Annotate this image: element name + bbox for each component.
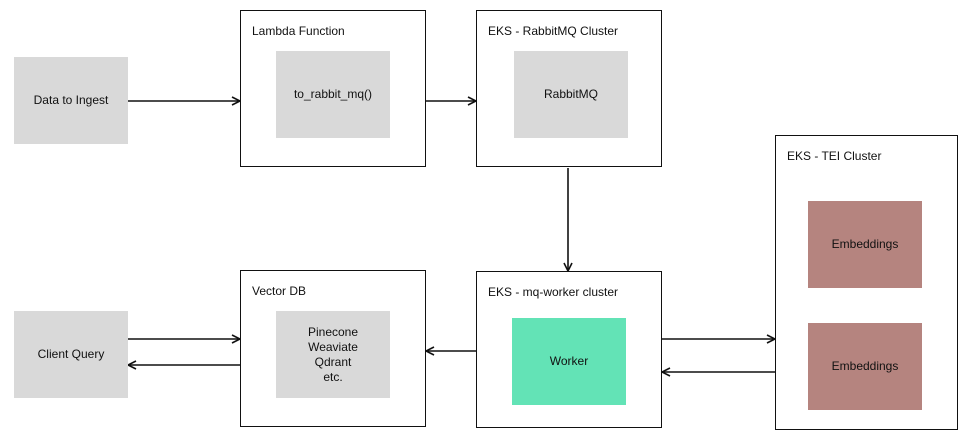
- data-to-ingest-node: Data to Ingest: [14, 57, 128, 144]
- vector-db-list-block: Pinecone Weaviate Qdrant etc.: [276, 311, 390, 398]
- rabbitmq-cluster-title: EKS - RabbitMQ Cluster: [488, 24, 619, 38]
- rabbitmq-label: RabbitMQ: [543, 87, 599, 101]
- embeddings-label-1: Embeddings: [831, 237, 899, 251]
- to-rabbit-mq-block: to_rabbit_mq(): [276, 51, 390, 138]
- rabbitmq-cluster-frame: EKS - RabbitMQ Cluster RabbitMQ: [476, 10, 662, 167]
- vector-db-frame: Vector DB Pinecone Weaviate Qdrant etc.: [240, 270, 426, 427]
- data-to-ingest-label: Data to Ingest: [33, 93, 109, 107]
- vector-db-title: Vector DB: [252, 284, 307, 298]
- vector-db-option-etc: etc.: [323, 369, 343, 384]
- worker-block: Worker: [512, 318, 626, 405]
- client-query-label: Client Query: [37, 347, 105, 361]
- vector-db-option-weaviate: Weaviate: [308, 339, 358, 354]
- to-rabbit-mq-label: to_rabbit_mq(): [293, 87, 373, 101]
- embeddings-block-2: Embeddings: [808, 323, 922, 410]
- embeddings-block-1: Embeddings: [808, 201, 922, 288]
- vector-db-option-pinecone: Pinecone: [307, 324, 359, 339]
- client-query-node: Client Query: [14, 311, 128, 398]
- worker-label: Worker: [549, 354, 589, 368]
- tei-cluster-title: EKS - TEI Cluster: [787, 149, 882, 163]
- lambda-function-frame: Lambda Function to_rabbit_mq(): [240, 10, 426, 167]
- worker-cluster-title: EKS - mq-worker cluster: [488, 285, 619, 299]
- embeddings-label-2: Embeddings: [831, 359, 899, 373]
- lambda-function-title: Lambda Function: [252, 24, 345, 38]
- tei-cluster-frame: EKS - TEI Cluster Embeddings Embeddings: [775, 135, 958, 430]
- vector-db-option-qdrant: Qdrant: [314, 354, 352, 369]
- rabbitmq-block: RabbitMQ: [514, 51, 628, 138]
- worker-cluster-frame: EKS - mq-worker cluster Worker: [476, 271, 662, 428]
